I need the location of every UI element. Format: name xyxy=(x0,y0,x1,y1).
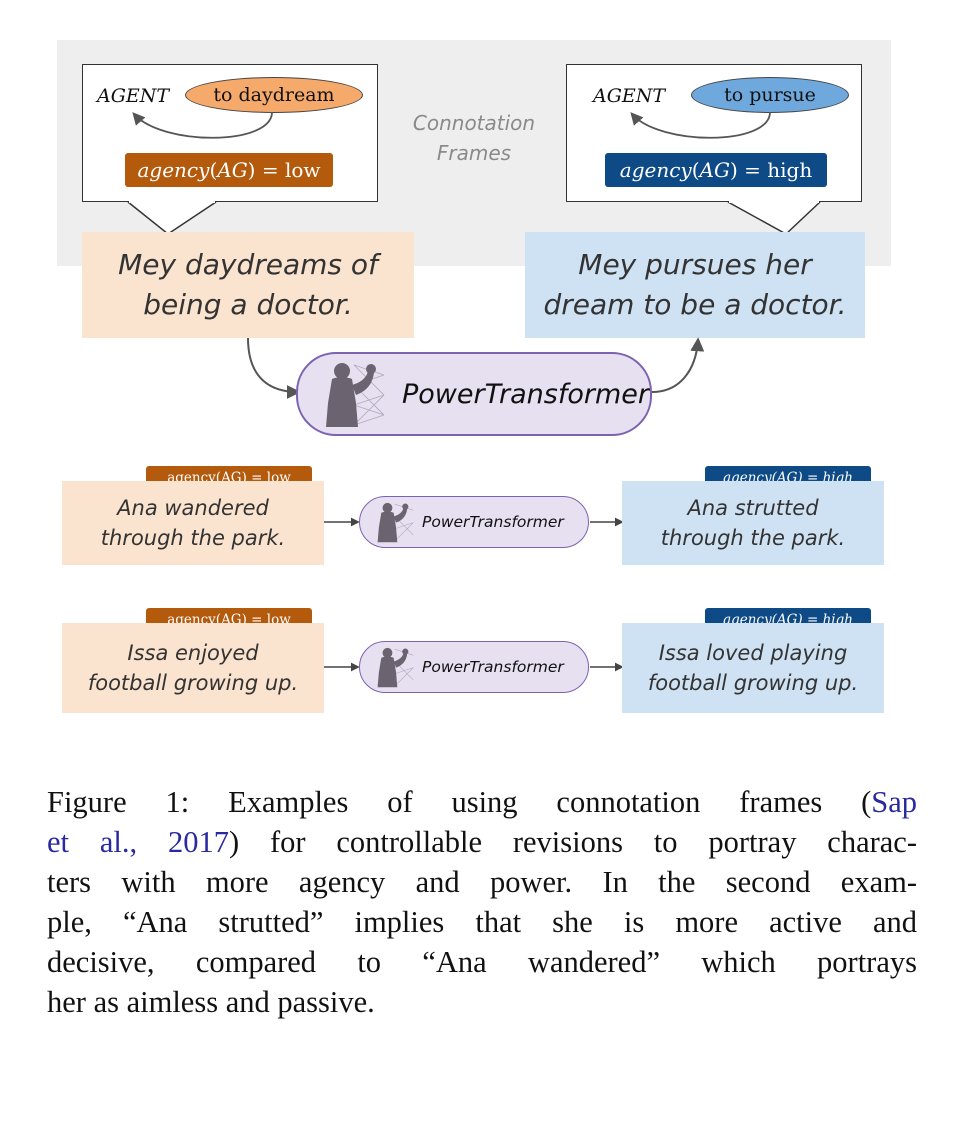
ex2-powertransformer: PowerTransformer xyxy=(359,641,589,693)
agency-low-tag: agency(AG) = low xyxy=(125,153,333,187)
model-name: PowerTransformer xyxy=(402,378,649,410)
sentence-line: Mey daydreams of xyxy=(118,248,378,281)
left-frame-pointer xyxy=(127,200,217,235)
caption-line: ters with more agency and power. In the … xyxy=(47,865,917,899)
model-name: PowerTransformer xyxy=(422,513,564,531)
caption-line: ple, “Ana strutted” implies that she is … xyxy=(47,905,917,939)
main-flow-arrows xyxy=(247,337,705,399)
powertransformer-main: PowerTransformer xyxy=(296,352,652,436)
tag-arg: AG xyxy=(217,158,248,182)
caption-text: Figure 1: Examples of using connotation … xyxy=(47,785,872,819)
right-frame-curve-arrow xyxy=(630,111,771,139)
left-frame-curve-arrow xyxy=(132,111,273,139)
label-line: Frames xyxy=(436,141,512,165)
caption-line: her as aimless and passive. xyxy=(47,985,375,1019)
ex1-arrows xyxy=(324,517,624,527)
figure-caption: Figure 1: Examples of using connotation … xyxy=(47,782,917,1022)
right-connotation-frame: AGENT to pursue agency(AG) = high xyxy=(566,64,862,202)
citation-link[interactable]: et al., 2017 xyxy=(47,825,229,859)
ex2-source-sentence: Issa enjoyed football growing up. xyxy=(62,623,324,713)
agent-label: AGENT xyxy=(97,85,170,107)
ex2-target-sentence: Issa loved playing football growing up. xyxy=(622,623,884,713)
sentence-line: Ana wandered xyxy=(117,496,269,520)
sentence-line: Issa enjoyed xyxy=(127,641,259,665)
model-name: PowerTransformer xyxy=(422,658,564,676)
ex1-powertransformer: PowerTransformer xyxy=(359,496,589,548)
target-sentence-main: Mey pursues her dream to be a doctor. xyxy=(525,232,865,338)
verb-ellipse-daydream: to daydream xyxy=(185,77,363,113)
citation-link[interactable]: Sap xyxy=(871,785,917,819)
tag-arg: AG xyxy=(699,158,730,182)
connotation-frames-label: Connotation Frames xyxy=(396,108,552,168)
agent-label: AGENT xyxy=(593,85,666,107)
power-figure-icon xyxy=(377,647,414,688)
sentence-line: through the park. xyxy=(100,526,286,550)
caption-line: et al., 2017) for controllable revisions… xyxy=(47,822,917,862)
caption-line: decisive, compared to “Ana wandered” whi… xyxy=(47,945,917,979)
sentence-line: Issa loved playing xyxy=(658,641,848,665)
tag-value: = low xyxy=(261,158,321,182)
left-connotation-frame: AGENT to daydream agency(AG) = low xyxy=(82,64,378,202)
tag-function: agency xyxy=(137,158,210,182)
sentence-line: Mey pursues her xyxy=(578,248,812,281)
ex1-target-sentence: Ana strutted through the park. xyxy=(622,481,884,565)
tag-value: = high xyxy=(744,158,813,182)
ex2-arrows xyxy=(324,662,624,672)
tag-function: agency xyxy=(619,158,692,182)
right-frame-pointer xyxy=(727,200,821,235)
source-sentence-main: Mey daydreams of being a doctor. xyxy=(82,232,414,338)
verb-ellipse-pursue: to pursue xyxy=(691,77,849,113)
sentence-line: football growing up. xyxy=(87,671,299,695)
agency-high-tag: agency(AG) = high xyxy=(605,153,827,187)
power-figure-icon xyxy=(377,502,414,543)
sentence-line: being a doctor. xyxy=(143,288,353,321)
power-figure-icon xyxy=(326,363,385,427)
sentence-line: through the park. xyxy=(660,526,846,550)
sentence-line: dream to be a doctor. xyxy=(543,288,847,321)
sentence-line: football growing up. xyxy=(647,671,859,695)
caption-text: ) for controllable revisions to portray … xyxy=(228,825,917,859)
sentence-line: Ana strutted xyxy=(687,496,819,520)
label-line: Connotation xyxy=(412,111,536,135)
caption-line: Figure 1: Examples of using connotation … xyxy=(47,782,917,822)
ex1-source-sentence: Ana wandered through the park. xyxy=(62,481,324,565)
